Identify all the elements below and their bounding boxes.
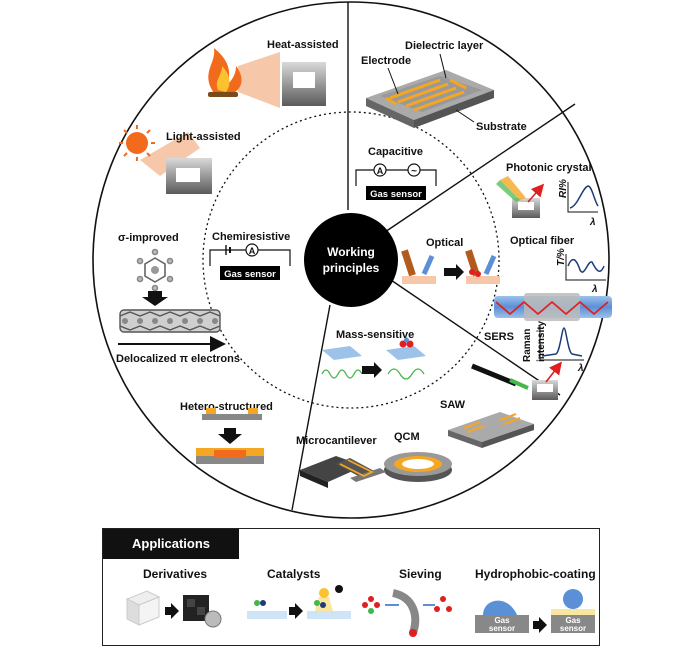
t-axis-label: T/% bbox=[556, 248, 567, 266]
capacitive-gas-sensor: Gas sensor bbox=[370, 189, 422, 200]
microcantilever-illustration bbox=[300, 456, 386, 488]
delocalized-label: Delocalized π electrons bbox=[116, 353, 240, 365]
outer-ring bbox=[92, 1, 610, 519]
hetero-structure-layers-after bbox=[196, 448, 264, 464]
sensor-label-1: sensor bbox=[489, 624, 515, 633]
electrode-label: Electrode bbox=[361, 55, 411, 67]
divider-upper-right bbox=[384, 103, 576, 233]
light-assisted-illustration bbox=[119, 125, 212, 194]
capacitive-ac-symbol: ~ bbox=[411, 166, 417, 177]
optical-label: Optical bbox=[426, 237, 463, 249]
center-disc bbox=[304, 213, 398, 307]
photonic-crystal-label: Photonic crystal bbox=[506, 162, 592, 174]
ammeter-symbol: A bbox=[249, 246, 256, 256]
mass-sensitive-label: Mass-sensitive bbox=[336, 329, 414, 341]
ri-axis-label: RI% bbox=[558, 179, 569, 198]
center-title-line1: Working bbox=[327, 245, 375, 259]
divider-lower-right bbox=[387, 277, 561, 396]
raman-label: Raman bbox=[522, 329, 533, 362]
substrate-pointer bbox=[455, 109, 475, 123]
sers-illustration bbox=[471, 326, 584, 400]
down-arrow-icon-2 bbox=[218, 428, 242, 444]
optical-fiber-illustration bbox=[494, 293, 612, 321]
lambda-label-1: λ bbox=[589, 217, 596, 228]
capacitive-circuit bbox=[355, 163, 437, 200]
heat-assisted-illustration bbox=[208, 48, 326, 108]
inner-dotted-ring bbox=[202, 111, 500, 409]
catalysts-label: Catalysts bbox=[267, 567, 321, 581]
sers-label: SERS bbox=[484, 331, 514, 343]
hydrophobic-coating-illustration bbox=[475, 589, 595, 633]
light-assisted-label: Light-assisted bbox=[166, 131, 241, 143]
lambda-label-2: λ bbox=[591, 284, 598, 295]
hydrophobic-coating-label: Hydrophobic-coating bbox=[475, 567, 596, 581]
hetero-structured-label: Hetero-structured bbox=[180, 401, 273, 413]
applications-title: Applications bbox=[103, 529, 239, 559]
gas-label-2: Gas bbox=[565, 616, 581, 625]
applications-illustrations: Gas sensor Gas sensor bbox=[125, 585, 595, 637]
chemiresistive-circuit bbox=[209, 243, 291, 280]
chemiresistive-label: Chemiresistive bbox=[212, 231, 290, 243]
lambda-label-3: λ bbox=[577, 363, 584, 374]
sensor-label-2: sensor bbox=[560, 624, 586, 633]
catalysts-illustration bbox=[247, 585, 351, 619]
dielectric-layer-label: Dielectric layer bbox=[405, 40, 484, 52]
hetero-structure-layers-before bbox=[202, 408, 262, 420]
chemiresistive-gas-sensor: Gas sensor bbox=[224, 269, 276, 280]
optical-fiber-label: Optical fiber bbox=[510, 235, 575, 247]
capacitive-ammeter-symbol: A bbox=[377, 166, 384, 176]
mass-sensitive-illustration bbox=[321, 337, 426, 380]
dielectric-pointer bbox=[439, 53, 447, 79]
derivatives-label: Derivatives bbox=[143, 567, 208, 581]
sieving-illustration bbox=[362, 589, 452, 637]
gas-label-1: Gas bbox=[494, 616, 510, 625]
substrate-label: Substrate bbox=[476, 121, 527, 133]
applications-panel: Applications Derivatives Catalysts Sievi… bbox=[102, 528, 600, 646]
capacitive-label: Capacitive bbox=[368, 146, 423, 158]
saw-device-illustration bbox=[448, 412, 534, 448]
electrode-pointer bbox=[387, 67, 399, 95]
optical-illustration bbox=[401, 249, 500, 284]
qcm-disc-illustration bbox=[384, 452, 452, 482]
center-title-line2: principles bbox=[323, 261, 380, 275]
benzene-molecule-icon bbox=[136, 248, 174, 292]
down-arrow-icon bbox=[142, 291, 168, 306]
divider-bottom bbox=[291, 304, 331, 511]
interdigital-electrode-illustration bbox=[366, 70, 494, 128]
photonic-crystal-illustration bbox=[496, 176, 599, 218]
microcantilever-label: Microcantilever bbox=[296, 435, 377, 447]
sieving-label: Sieving bbox=[399, 567, 442, 581]
sigma-improved-label: σ-improved bbox=[118, 232, 179, 244]
derivatives-illustration bbox=[125, 590, 222, 628]
transmission-plot bbox=[565, 254, 606, 281]
graphene-nanoribbon-icon bbox=[119, 309, 221, 333]
saw-label: SAW bbox=[440, 399, 466, 411]
qcm-label: QCM bbox=[394, 431, 420, 443]
heat-assisted-label: Heat-assisted bbox=[267, 39, 339, 51]
intensity-label: intensity bbox=[536, 320, 547, 362]
